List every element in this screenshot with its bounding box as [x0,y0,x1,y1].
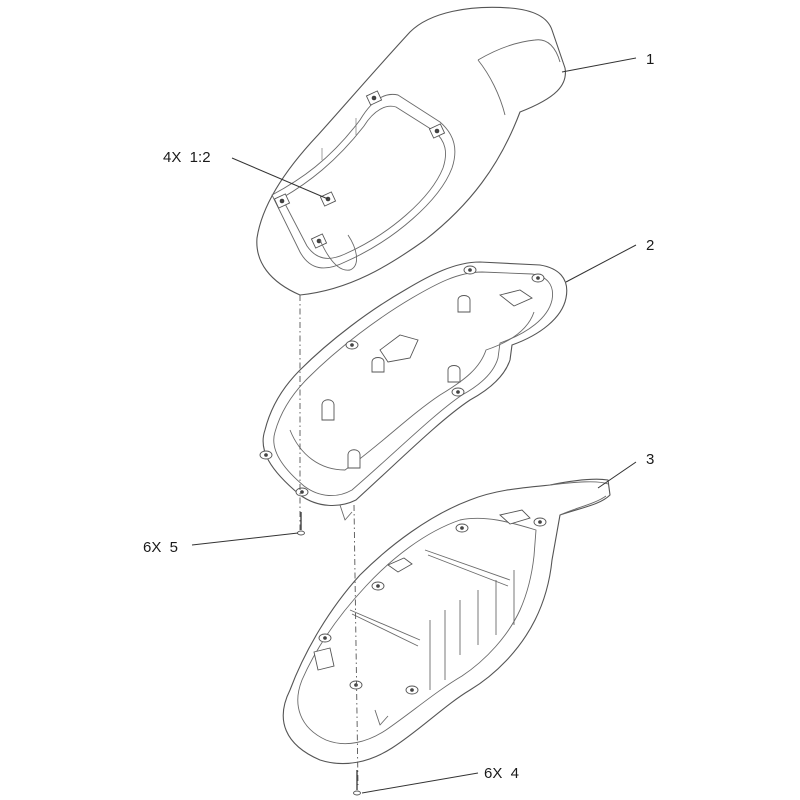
frame-boss-4 [259,450,273,460]
frame-boss-3 [345,340,359,350]
clip-1-2-b [428,123,446,139]
housing-boss-6 [405,685,419,695]
callout-1-2: 4X 1:2 [163,149,211,166]
frame-boss-6 [451,387,465,397]
leader-1 [561,57,637,73]
screw-4 [353,770,361,796]
leader-1-2 [231,157,329,200]
clip-1-2-a [365,90,383,106]
housing-boss-1 [455,523,469,533]
screw-5 [297,512,305,536]
housing-boss-5 [349,680,363,690]
leader-3 [597,461,637,489]
callout-4: 6X 4 [484,765,519,782]
callout-5: 6X 5 [143,539,178,556]
part-3-housing [282,478,611,765]
callout-2: 2 [646,237,654,254]
leader-5 [191,532,299,546]
leader-2 [565,244,637,283]
housing-boss-2 [533,517,547,527]
callout-1: 1 [646,51,654,68]
part-2-frame [259,261,568,521]
housing-boss-3 [371,581,385,591]
clip-1-2-c [273,193,291,209]
frame-boss-5 [295,487,309,497]
housing-boss-4 [318,633,332,643]
frame-boss-1 [463,265,477,275]
callout-3: 3 [646,451,654,468]
leader-4 [361,772,479,794]
centerline-right [353,504,359,786]
frame-boss-2 [531,273,545,283]
part-1-top-cover [256,6,566,296]
